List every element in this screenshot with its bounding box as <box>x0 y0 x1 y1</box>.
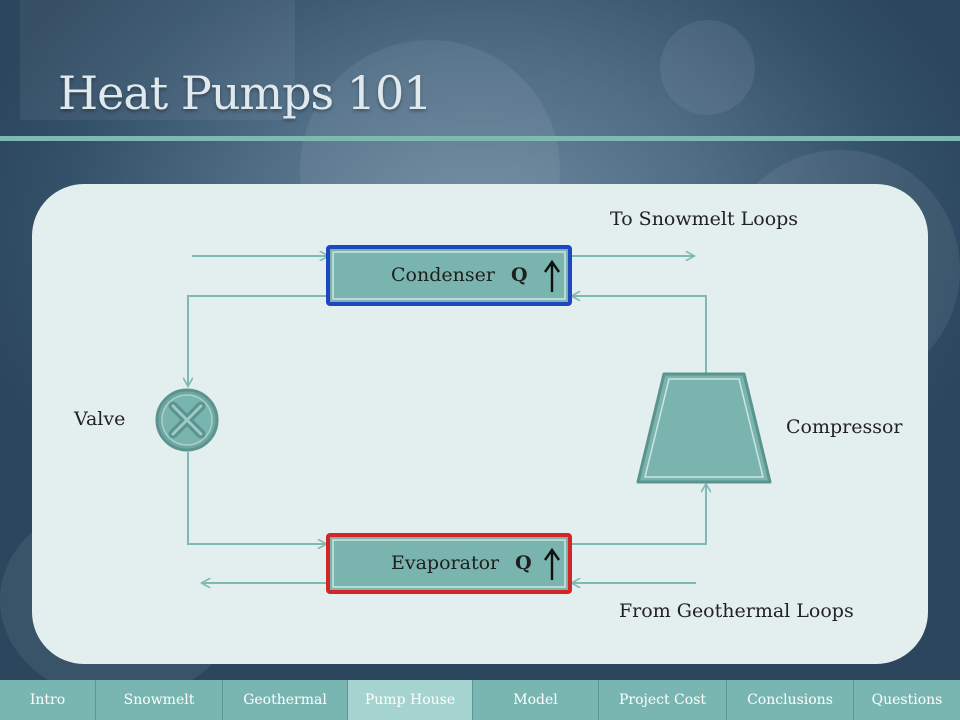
compressor-icon <box>636 372 772 484</box>
loop-compressor-to-condenser <box>572 296 707 374</box>
nav-item-project-cost[interactable]: Project Cost <box>599 680 727 720</box>
nav-item-questions[interactable]: Questions <box>871 692 943 708</box>
evaporator-box <box>326 533 572 594</box>
section-nav: Intro Snowmelt Geothermal Pump House Mod… <box>0 680 960 720</box>
valve-label: Valve <box>74 408 126 430</box>
evaporator-label: Evaporator Q <box>391 552 532 574</box>
evaporator-inner-frame <box>332 539 566 588</box>
nav-item-model[interactable]: Model <box>473 680 599 720</box>
title-underline <box>0 136 960 141</box>
to-snowmelt-label: To Snowmelt Loops <box>610 208 799 230</box>
nav-item-intro[interactable]: Intro <box>0 680 96 720</box>
slide-title: Heat Pumps 101 <box>58 66 433 120</box>
compressor-label: Compressor <box>786 416 903 438</box>
bg-decor-circle <box>660 20 755 115</box>
nav-item-geothermal[interactable]: Geothermal <box>223 680 348 720</box>
bg-decor-rect <box>20 0 295 120</box>
nav-item-snowmelt[interactable]: Snowmelt <box>96 680 223 720</box>
condenser-label-text: Condenser <box>391 264 495 286</box>
condenser-box <box>326 245 572 306</box>
evaporator-q-label: Q <box>515 552 532 574</box>
condenser-inner-frame <box>332 251 566 300</box>
valve-icon <box>155 388 219 452</box>
condenser-q-arrow-icon <box>544 259 560 292</box>
condenser-q-label: Q <box>510 264 528 286</box>
evaporator-q-arrow-icon <box>544 547 560 580</box>
condenser-label: Condenser Q <box>391 264 528 286</box>
loop-valve-to-evaporator <box>187 452 326 544</box>
loop-evaporator-to-compressor <box>570 484 706 545</box>
loop-condenser-to-valve <box>188 295 328 386</box>
from-geothermal-label: From Geothermal Loops <box>619 600 854 622</box>
nav-item-pump-house[interactable]: Pump House <box>348 680 473 720</box>
nav-item-conclusions[interactable]: Conclusions <box>727 680 854 720</box>
evaporator-label-text: Evaporator <box>391 552 500 574</box>
